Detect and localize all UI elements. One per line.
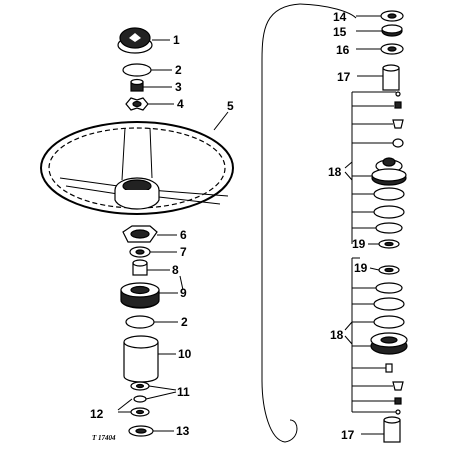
callout-1: 1: [173, 33, 180, 47]
part-9-bearing: [120, 282, 160, 309]
valve-parts-upper: [371, 91, 407, 234]
part-15-seal: [381, 24, 403, 37]
part-14-washer: [380, 10, 404, 22]
bracket-18-upper: [351, 91, 396, 244]
part-8-sleeve: [132, 259, 148, 276]
part-2-ring: [122, 63, 152, 77]
callout-18-lower: 18: [330, 328, 344, 342]
part-17-bushing-bottom: [383, 416, 401, 443]
callout-8: 8: [172, 263, 179, 277]
valve-parts-lower: [370, 282, 408, 415]
callout-2-lower: 2: [181, 315, 188, 329]
callout-9: 9: [180, 286, 187, 300]
callout-14: 14: [333, 10, 347, 24]
callout-16: 16: [336, 43, 350, 57]
part-1-horn-button-cap: [117, 27, 153, 54]
part-5-steering-wheel: [40, 121, 234, 215]
bracket-18-lower: [351, 257, 360, 412]
callout-13: 13: [176, 424, 190, 438]
part-7-washer: [129, 246, 151, 258]
callout-7: 7: [180, 245, 187, 259]
figure-reference: T 17404: [92, 434, 116, 442]
callout-11: 11: [177, 385, 190, 399]
callout-19-upper: 19: [352, 237, 366, 251]
callout-18-upper: 18: [328, 165, 342, 179]
callout-12: 12: [90, 407, 104, 421]
part-6-plate: [122, 225, 158, 243]
callout-15: 15: [333, 25, 347, 39]
callout-19-lower: 19: [354, 261, 368, 275]
callout-6: 6: [180, 228, 187, 242]
part-11-12-washers: [130, 381, 150, 417]
part-13-washer: [128, 425, 154, 437]
callout-17-bottom: 17: [341, 428, 355, 442]
part-19-washer-upper: [378, 239, 400, 249]
part-19-washer-lower: [378, 265, 400, 275]
part-2-ring-lower: [125, 315, 155, 329]
divider-top-arc: [299, 3, 357, 19]
part-4-lock-washer: [125, 97, 149, 111]
part-3-nut: [130, 78, 144, 92]
divider-outline: [261, 3, 301, 443]
part-17-bushing-top: [382, 64, 400, 91]
callout-4: 4: [177, 97, 184, 111]
part-10-tube: [123, 335, 159, 383]
part-16-washer: [380, 43, 404, 55]
callout-10: 10: [178, 347, 192, 361]
callout-3: 3: [175, 80, 182, 94]
callout-17-top: 17: [337, 70, 351, 84]
callout-2-top: 2: [175, 63, 182, 77]
callout-5: 5: [227, 99, 234, 113]
